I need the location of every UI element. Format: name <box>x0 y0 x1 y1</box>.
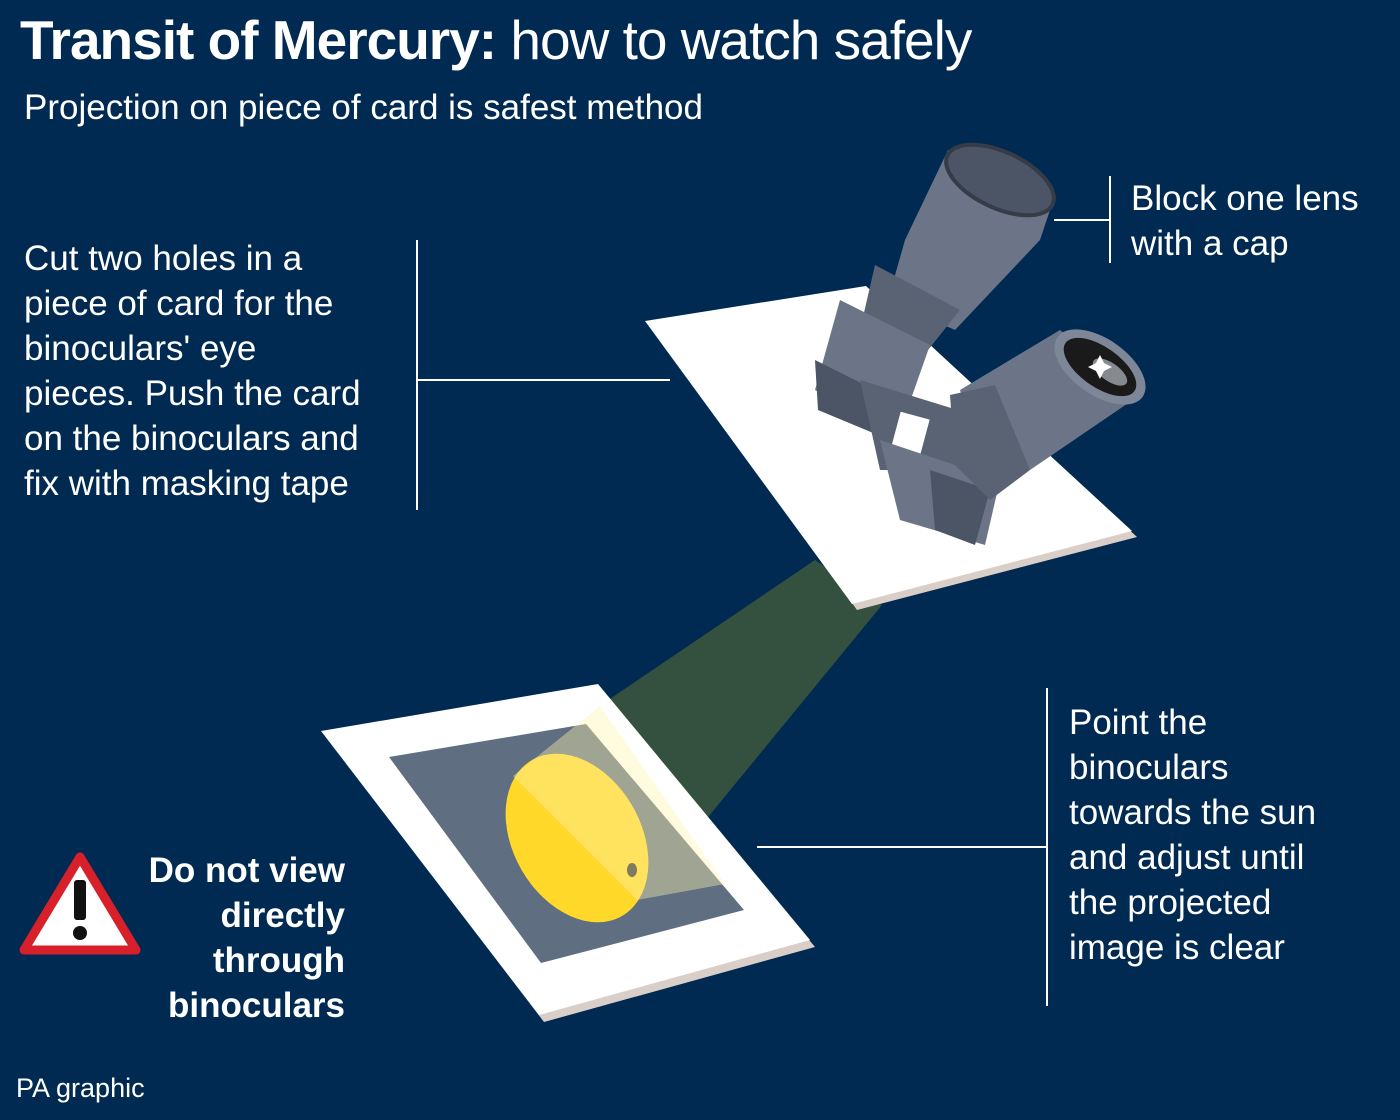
leader-lines <box>416 176 1111 1006</box>
label-line: image is clear <box>1069 928 1285 967</box>
title-bold: Transit of Mercury: <box>20 9 497 71</box>
warning-text: Do not view directly through binoculars <box>149 848 345 1028</box>
label-line: piece of card for the <box>24 284 334 323</box>
page-title: Transit of Mercury: how to watch safely <box>20 4 972 76</box>
label-line: towards the sun <box>1069 793 1317 832</box>
label-line: Cut two holes in a <box>24 239 303 278</box>
page-subtitle: Projection on piece of card is safest me… <box>24 88 703 127</box>
mercury-dot <box>627 863 637 877</box>
label-line: binoculars' eye <box>24 329 257 368</box>
warning-triangle-icon <box>19 852 141 955</box>
label-block-lens: Block one lens with a cap <box>1131 176 1359 266</box>
label-line: with a cap <box>1131 224 1289 263</box>
label-line: Block one lens <box>1131 179 1359 218</box>
title-light: how to watch safely <box>510 9 972 71</box>
projected-sun-image <box>505 753 649 923</box>
warning-line: directly <box>220 896 346 935</box>
warning-line: Do not view <box>148 851 345 890</box>
label-line: and adjust until <box>1069 838 1305 877</box>
label-point-binoculars: Point the binoculars towards the sun and… <box>1069 700 1316 970</box>
warning-line: through <box>212 941 345 980</box>
label-line: fix with masking tape <box>24 464 349 503</box>
projection-card <box>321 684 815 1022</box>
label-line: the projected <box>1069 883 1272 922</box>
warning-line: binoculars <box>168 986 345 1025</box>
label-line: pieces. Push the card <box>24 374 361 413</box>
label-line: Point the <box>1069 703 1208 742</box>
label-line: on the binoculars and <box>24 419 359 458</box>
binoculars-icon <box>815 142 1146 545</box>
label-line: binoculars <box>1069 748 1229 787</box>
credit: PA graphic <box>16 1073 145 1103</box>
label-cut-holes: Cut two holes in a piece of card for the… <box>24 236 361 506</box>
